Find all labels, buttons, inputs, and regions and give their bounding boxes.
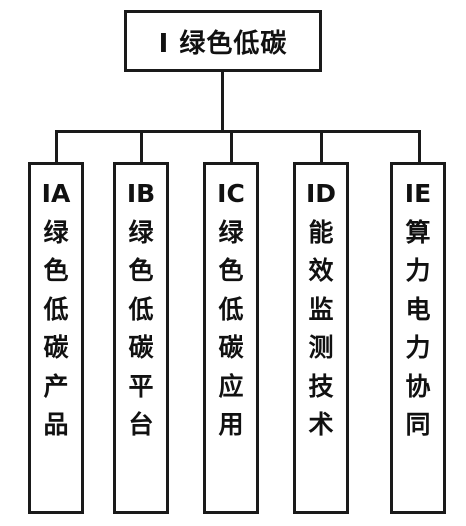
child-node-char: 力 (405, 256, 431, 285)
child-node-ic: IC 绿 色 低 碳 应 用 (203, 162, 259, 514)
child-node-char: 同 (405, 410, 431, 439)
child-node-ib: IB 绿 色 低 碳 平 台 (113, 162, 169, 514)
child-node-char: IC (217, 179, 245, 208)
horizontal-bus-connector (55, 130, 421, 133)
child-node-char: 绿 (43, 217, 69, 247)
child-node-char: 应 (218, 371, 244, 401)
child-node-id: ID 能 效 监 测 技 术 (293, 162, 349, 514)
child-node-char: 色 (128, 256, 154, 285)
child-node-char: IB (126, 179, 156, 208)
child-node-char: ID (305, 179, 337, 208)
child-node-char: 品 (43, 410, 69, 439)
child-node-label: IA 绿 色 低 碳 产 品 (42, 175, 71, 445)
child-node-label: IC 绿 色 低 碳 应 用 (217, 175, 245, 445)
child-node-char: 算 (405, 217, 431, 247)
child-node-char: 绿 (128, 217, 154, 247)
child-node-char: 效 (308, 256, 334, 285)
child-node-char: 力 (405, 333, 431, 362)
child-node-char: 测 (308, 333, 334, 362)
child-node-char: 能 (308, 217, 334, 247)
child-node-char: 平 (128, 371, 154, 401)
child-node-char: 碳 (128, 333, 154, 362)
child-node-char: IA (41, 179, 71, 208)
child-node-char: 色 (218, 256, 244, 285)
child-node-char: 低 (43, 294, 69, 324)
child-node-char: 碳 (218, 333, 244, 362)
root-node-label: I 绿色低碳 (158, 28, 288, 59)
branch-connector-ie (418, 130, 421, 163)
child-node-char: 电 (405, 294, 431, 324)
child-node-char: 用 (218, 410, 244, 439)
child-node-char: 碳 (43, 333, 69, 362)
child-node-ia: IA 绿 色 低 碳 产 品 (28, 162, 84, 514)
child-node-char: 监 (308, 294, 334, 324)
child-node-char: 低 (128, 294, 154, 324)
branch-connector-id (320, 130, 323, 163)
branch-connector-ia (55, 130, 58, 163)
child-node-char: 绿 (218, 217, 244, 247)
child-node-char: 技 (308, 371, 334, 401)
child-node-char: 协 (405, 371, 431, 401)
child-node-label: ID 能 效 监 测 技 术 (306, 175, 336, 445)
child-node-label: IB 绿 色 低 碳 平 台 (127, 175, 155, 445)
child-node-label: IE 算 力 电 力 协 同 (405, 175, 431, 445)
branch-connector-ib (140, 130, 143, 163)
root-node: I 绿色低碳 (124, 10, 322, 72)
child-node-ie: IE 算 力 电 力 协 同 (390, 162, 446, 514)
child-node-char: 术 (308, 410, 334, 439)
root-stem-connector (221, 72, 224, 131)
child-node-char: IE (404, 179, 432, 208)
child-node-char: 台 (128, 410, 154, 439)
child-node-char: 低 (218, 294, 244, 324)
child-node-char: 产 (43, 371, 69, 401)
child-node-char: 色 (43, 256, 69, 285)
branch-connector-ic (230, 130, 233, 163)
